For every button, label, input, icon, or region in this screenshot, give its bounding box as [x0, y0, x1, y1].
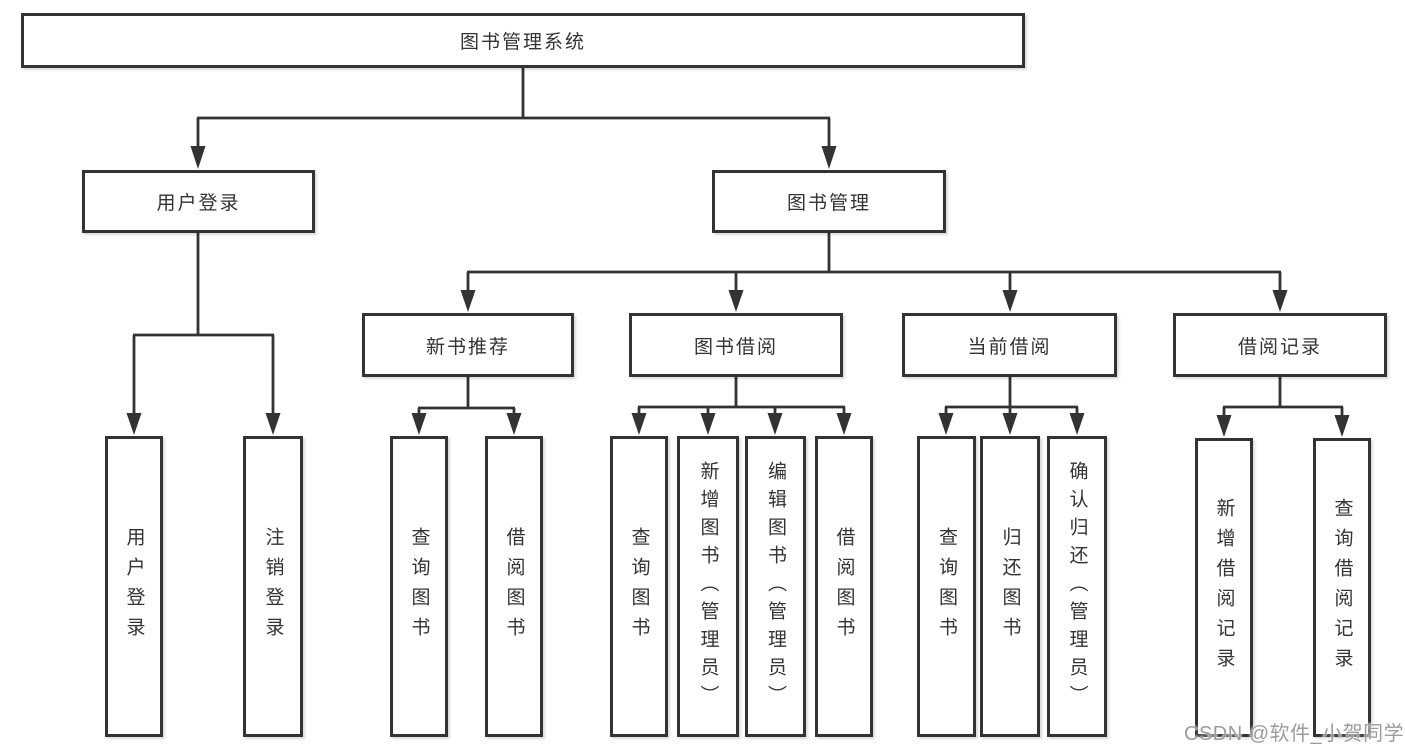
leaf-cb-return-books: 归还图书 — [980, 436, 1040, 737]
leaf-bb-borrow-books-label: 借阅图书 — [833, 526, 855, 647]
leaf-logout: 注销登录 — [243, 436, 303, 737]
node-new-book-recommend: 新书推荐 — [362, 313, 574, 377]
leaf-bb-add-books-admin-label: 新增图书（管理员） — [697, 460, 719, 713]
leaf-bb-edit-books-admin: 编辑图书（管理员） — [745, 436, 806, 737]
leaf-bb-borrow-books: 借阅图书 — [815, 436, 873, 737]
leaf-logout-label: 注销登录 — [262, 526, 284, 647]
node-user-login: 用户登录 — [82, 170, 315, 233]
leaf-cb-query-books: 查询图书 — [917, 436, 976, 737]
node-root: 图书管理系统 — [21, 13, 1025, 68]
leaf-user-login: 用户登录 — [105, 436, 163, 737]
leaf-bb-add-books-admin: 新增图书（管理员） — [677, 436, 739, 737]
leaf-user-login-label: 用户登录 — [123, 526, 145, 647]
leaf-nb-borrow-books-label: 借阅图书 — [503, 526, 525, 647]
node-book-borrowing: 图书借阅 — [629, 313, 843, 377]
leaf-bb-query-books: 查询图书 — [610, 436, 668, 737]
node-book-borrowing-label: 图书借阅 — [693, 336, 778, 358]
leaf-nb-borrow-books: 借阅图书 — [485, 436, 543, 737]
leaf-br-add-record: 新增借阅记录 — [1195, 438, 1253, 737]
node-current-borrowing-label: 当前借阅 — [967, 336, 1052, 358]
node-root-label: 图书管理系统 — [459, 32, 586, 53]
node-borrowing-records-label: 借阅记录 — [1237, 336, 1322, 358]
csdn-watermark: CSDN @软件_小贺同学 — [1184, 723, 1405, 745]
arrowheads — [126, 146, 1350, 437]
leaf-bb-edit-books-admin-label: 编辑图书（管理员） — [765, 460, 786, 713]
leaf-cb-return-books-label: 归还图书 — [999, 526, 1021, 647]
node-borrowing-records: 借阅记录 — [1173, 313, 1387, 377]
leaf-cb-confirm-return-admin-label: 确认归还（管理员） — [1066, 460, 1088, 713]
leaf-cb-confirm-return-admin: 确认归还（管理员） — [1047, 436, 1107, 737]
leaf-br-query-record-label: 查询借阅记录 — [1331, 497, 1353, 678]
leaf-nb-query-books: 查询图书 — [390, 436, 448, 737]
node-user-login-label: 用户登录 — [156, 193, 241, 214]
node-current-borrowing: 当前借阅 — [902, 313, 1117, 377]
node-book-management: 图书管理 — [712, 170, 946, 233]
node-book-management-label: 图书管理 — [786, 193, 871, 214]
leaf-bb-query-books-label: 查询图书 — [628, 526, 650, 647]
leaf-br-query-record: 查询借阅记录 — [1313, 438, 1371, 737]
leaf-nb-query-books-label: 查询图书 — [408, 526, 430, 647]
leaf-br-add-record-label: 新增借阅记录 — [1213, 497, 1235, 678]
leaf-cb-query-books-label: 查询图书 — [936, 526, 957, 647]
node-new-book-recommend-label: 新书推荐 — [425, 336, 510, 358]
